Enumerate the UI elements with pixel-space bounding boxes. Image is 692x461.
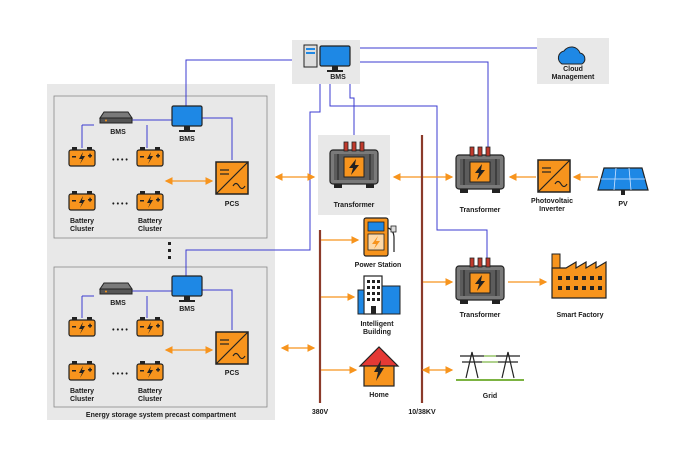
lower-ellipsis-1: • • • • (112, 327, 128, 334)
cloud-icon (557, 46, 586, 65)
upper-battery-3 (68, 190, 96, 211)
top-bms-tower-icon (303, 44, 318, 68)
intelligent-building-icon (357, 275, 401, 315)
lower-battery-4 (136, 360, 164, 381)
top-bms-label: BMS (330, 74, 346, 81)
lower-cluster-label-1b: Cluster (70, 396, 94, 403)
pv-label: PV (618, 201, 628, 208)
right-bottom-transformer-icon (455, 257, 505, 305)
lower-cluster-label-2b: Cluster (138, 396, 162, 403)
building-label-line1: Intelligent (360, 321, 394, 328)
smart-factory-label: Smart Factory (556, 312, 603, 319)
lower-ellipsis-2: • • • • (112, 371, 128, 378)
upper-bms-device-label: BMS (110, 129, 126, 136)
upper-battery-2 (136, 146, 164, 167)
upper-ellipsis-1: • • • • (112, 157, 128, 164)
grid-tower-icon (456, 351, 524, 381)
upper-cluster-label-1a: Battery (70, 218, 94, 225)
pv-inverter-label-line1: Photovoltaic (531, 198, 573, 205)
lower-bms-device-label: BMS (110, 300, 126, 307)
right-bottom-transformer-label: Transformer (460, 312, 501, 319)
lower-cluster-label-2a: Battery (138, 388, 162, 395)
upper-bms-device-icon (99, 111, 133, 124)
power-station-icon (363, 217, 397, 257)
upper-battery-4 (136, 190, 164, 211)
lower-battery-1 (68, 316, 96, 337)
upper-cluster-label-1b: Cluster (70, 226, 94, 233)
cabinet-ellipsis (168, 242, 171, 259)
pv-inverter-icon (537, 159, 571, 193)
upper-cluster-label-2a: Battery (138, 218, 162, 225)
signal-lines (81, 47, 537, 330)
upper-bms-monitor-label: BMS (179, 136, 195, 143)
lower-pcs-label: PCS (225, 370, 240, 377)
lower-cluster-label-1a: Battery (70, 388, 94, 395)
lower-pcs-icon (215, 331, 249, 365)
grid-label: Grid (483, 393, 497, 400)
home-label: Home (369, 392, 389, 399)
upper-pcs-label: PCS (225, 201, 240, 208)
high-voltage-label: 10/38KV (408, 409, 436, 416)
pv-inverter-label-line2: Inverter (539, 206, 565, 213)
cloud-label-line1: Cloud (563, 66, 583, 73)
solar-panel-icon (597, 167, 649, 195)
smart-factory-icon (551, 253, 607, 299)
lower-battery-3 (68, 360, 96, 381)
lower-bms-monitor-label: BMS (179, 306, 195, 313)
center-transformer-label: Transformer (334, 202, 375, 209)
lower-battery-2 (136, 316, 164, 337)
right-top-transformer-icon (455, 146, 505, 194)
building-label-line2: Building (363, 329, 391, 336)
lower-bms-device-icon (99, 282, 133, 295)
upper-cluster-label-2b: Cluster (138, 226, 162, 233)
upper-battery-1 (68, 146, 96, 167)
low-voltage-label: 380V (312, 409, 329, 416)
cloud-label-line2: Management (552, 74, 595, 81)
home-icon (358, 346, 400, 387)
power-station-label: Power Station (355, 262, 402, 269)
right-top-transformer-label: Transformer (460, 207, 501, 214)
compartment-label: Energy storage system precast compartmen… (86, 412, 237, 419)
upper-ellipsis-2: • • • • (112, 201, 128, 208)
upper-pcs-icon (215, 161, 249, 195)
